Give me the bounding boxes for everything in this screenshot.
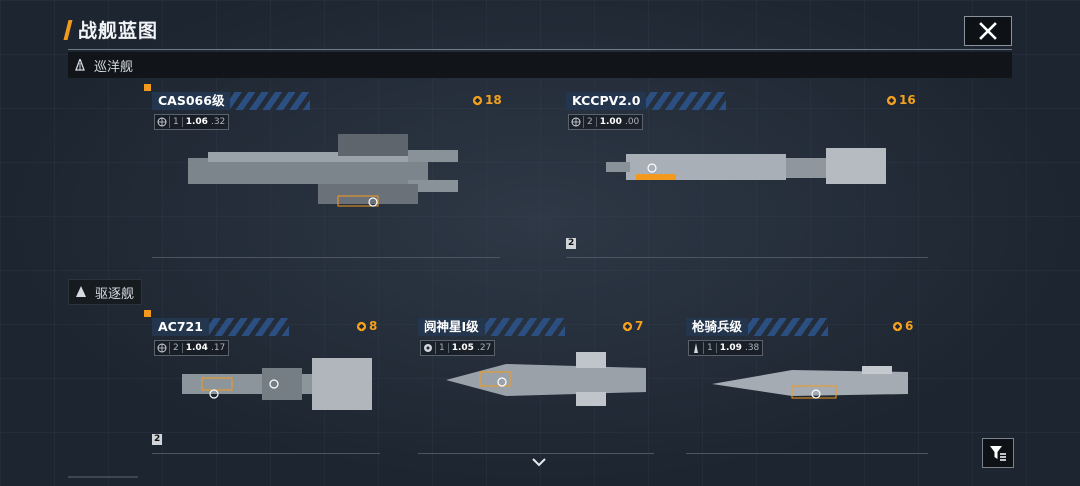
ship-level: 2 [170,343,183,353]
close-icon [979,22,997,40]
cost-value: 18 [485,93,502,107]
page-header: 战舰蓝图 [63,16,159,43]
blueprint-cost: 18 [472,93,502,107]
ship-stats: 2 1.04 .17 [154,340,230,356]
card-baseline [418,453,654,454]
ship-name: 阋神星I级 [418,318,485,336]
name-stripes [646,92,727,110]
globe-icon [155,342,170,354]
cost-value: 16 [899,93,916,107]
ship-version: 1.04 [185,343,208,353]
disc-icon [421,342,436,354]
ship-level: 1 [436,343,449,353]
card-baseline [152,257,500,258]
ship-level: 1 [170,117,183,127]
filter-button[interactable] [982,438,1014,468]
ship-level: 1 [704,343,717,353]
section-header-destroyer[interactable]: 驱逐舰 [68,279,142,305]
close-button[interactable] [964,16,1012,46]
ship-class-icon [75,59,85,71]
ship-blueprint-image [182,358,372,410]
ship-version-minor: .00 [624,117,640,127]
cost-value: 7 [635,319,644,333]
ship-version-minor: .38 [744,343,760,353]
card-name-bar: 枪骑兵级 [686,318,829,336]
ship-version-minor: .32 [210,117,226,127]
blueprint-currency-icon [356,321,367,331]
ship-version-minor: .17 [210,343,226,353]
blueprint-card[interactable]: 枪骑兵级 6 1 1.09 .38 [686,318,928,454]
blueprint-card[interactable]: AC721 8 2 1.04 .17 2 [144,310,380,454]
name-stripes [230,92,311,110]
blueprint-cost: 7 [622,319,643,333]
cost-value: 8 [369,319,378,333]
globe-icon [569,116,584,128]
blueprint-currency-icon [886,95,897,105]
blueprint-currency-icon [472,95,483,105]
ship-version: 1.00 [599,117,622,127]
filter-icon [990,446,1006,461]
globe-icon [155,116,170,128]
header-divider [68,49,1012,50]
ship-name: CAS066级 [152,92,231,110]
chevron-down-icon[interactable] [531,456,547,468]
ship-class-icon [76,286,86,297]
page-title: 战舰蓝图 [78,20,159,42]
ship-name: 枪骑兵级 [686,318,749,336]
spire-icon [689,342,704,354]
ship-version: 1.05 [451,343,474,353]
card-name-bar: 阋神星I级 [418,318,565,336]
name-stripes [748,318,829,336]
card-baseline [152,453,380,454]
card-baseline [566,257,928,258]
ship-blueprint-image [446,352,646,406]
section-label-destroyer: 驱逐舰 [95,286,135,302]
name-stripes [484,318,565,336]
blueprint-card[interactable]: KCCPV2.0 16 2 1.00 .00 2 [566,92,928,258]
ship-name: AC721 [152,318,209,336]
new-indicator [144,310,151,317]
cost-value: 6 [905,319,914,333]
tier-badge: 2 [152,434,163,445]
ship-level: 2 [584,117,597,127]
ship-stats: 1 1.05 .27 [420,340,496,356]
section-label-cruiser: 巡洋舰 [94,59,134,75]
blueprint-cost: 6 [892,319,913,333]
scroll-indicator [68,476,138,478]
ship-version-minor: .27 [476,343,492,353]
ship-version: 1.06 [185,117,208,127]
card-baseline [686,453,928,454]
card-name-bar: CAS066级 [152,92,311,110]
blueprint-currency-icon [892,321,903,331]
section-header-cruiser[interactable]: 巡洋舰 [68,52,1012,78]
ship-blueprint-image [188,134,458,207]
blueprint-card[interactable]: CAS066级 18 1 1.06 .32 [144,84,502,258]
name-stripes [208,318,289,336]
ship-name: KCCPV2.0 [566,92,647,110]
blueprint-cost: 16 [886,93,916,107]
ship-stats: 2 1.00 .00 [568,114,644,130]
ship-stats: 1 1.09 .38 [688,340,764,356]
blueprint-currency-icon [622,321,633,331]
new-indicator [144,84,151,91]
ship-blueprint-image [606,148,886,184]
card-name-bar: AC721 [152,318,289,336]
blueprint-cost: 8 [356,319,377,333]
ship-blueprint-image [712,366,908,399]
ship-stats: 1 1.06 .32 [154,114,230,130]
tier-badge: 2 [566,238,577,249]
card-name-bar: KCCPV2.0 [566,92,727,110]
ship-version: 1.09 [719,343,742,353]
blueprint-card[interactable]: 阋神星I级 7 1 1.05 .27 [418,318,654,454]
